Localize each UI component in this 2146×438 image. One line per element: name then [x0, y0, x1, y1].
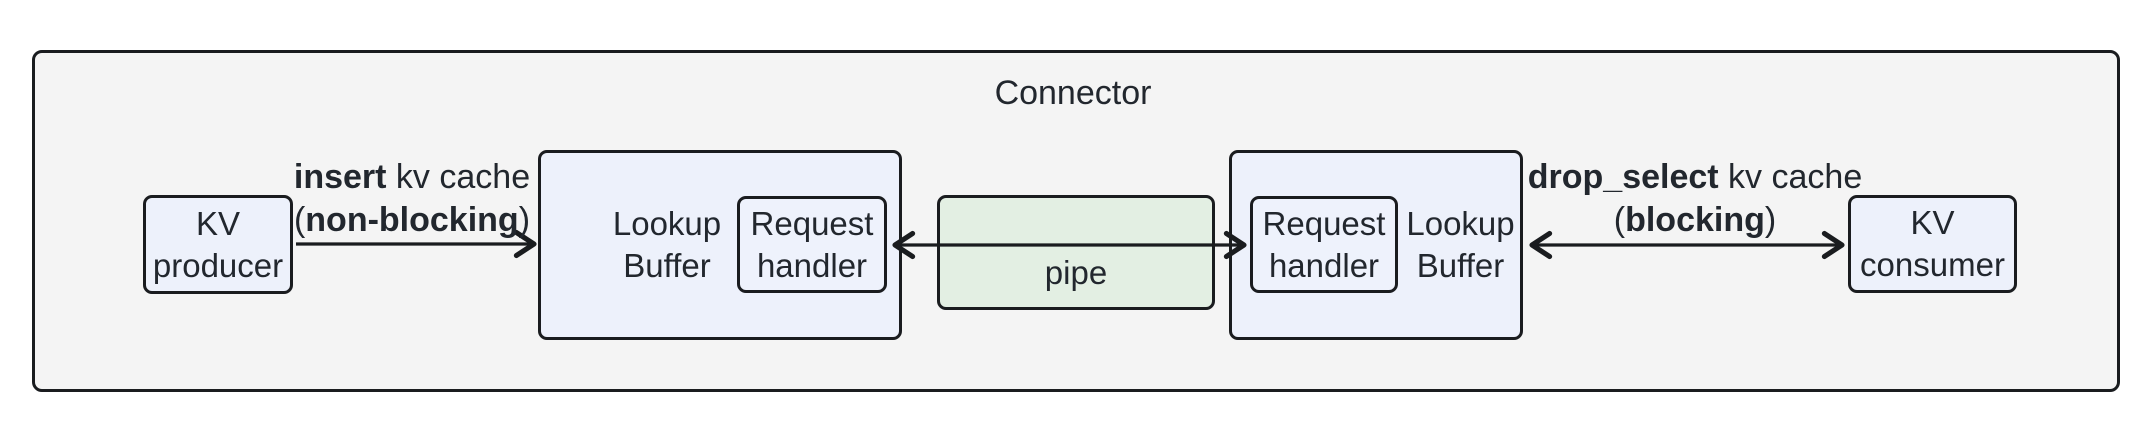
node-kv-consumer-line1: KV — [1910, 204, 1955, 241]
lookup-buffer-right-line2: Buffer — [1416, 247, 1505, 284]
node-kv-producer-line2: producer — [152, 246, 284, 284]
lookup-buffer-right-line1: Lookup — [1406, 205, 1515, 242]
insert-edge-label-line1: insert kv cache — [162, 156, 662, 199]
drop-select-paren-open: ( — [1613, 201, 1626, 239]
drop-select-edge-label-line1: drop_select kv cache — [1445, 156, 1945, 199]
drop-select-verb: drop_select — [1527, 158, 1719, 196]
insert-verb: insert — [293, 158, 387, 196]
insert-object: kv cache — [386, 158, 531, 196]
request-handler-right-line2: handler — [1268, 246, 1380, 284]
node-lookup-buffer-left-label: Lookup Buffer — [538, 150, 796, 340]
node-kv-consumer: KV consumer — [1848, 195, 2017, 293]
node-pipe-label: pipe — [1044, 254, 1108, 291]
insert-paren-open: ( — [293, 201, 306, 239]
insert-edge-label-line2: (non-blocking) — [162, 199, 662, 242]
drop-select-edge-label-line2: (blocking) — [1445, 199, 1945, 242]
drop-select-mode: blocking — [1625, 201, 1765, 239]
insert-edge-label: insert kv cache (non-blocking) — [162, 156, 662, 242]
node-request-handler-right: Request handler — [1250, 196, 1398, 293]
node-kv-producer: KV producer — [143, 195, 293, 294]
request-handler-left-line1: Request — [750, 204, 874, 242]
drop-select-paren-close: ) — [1764, 201, 1777, 239]
insert-mode: non-blocking — [305, 201, 519, 239]
request-handler-right-line1: Request — [1262, 204, 1386, 242]
insert-paren-close: ) — [518, 201, 531, 239]
lookup-buffer-left-line2: Buffer — [623, 247, 711, 284]
node-kv-producer-line1: KV — [195, 204, 241, 242]
connector-title: Connector — [994, 74, 1152, 112]
node-lookup-buffer-right-label: Lookup Buffer — [1398, 150, 1523, 340]
request-handler-left-line2: handler — [756, 246, 868, 284]
drop-select-edge-label: drop_select kv cache (blocking) — [1445, 156, 1945, 242]
drop-select-object: kv cache — [1718, 158, 1863, 196]
node-request-handler-left: Request handler — [737, 196, 887, 293]
lookup-buffer-left-line1: Lookup — [612, 205, 722, 242]
node-kv-consumer-line2: consumer — [1860, 246, 2005, 283]
